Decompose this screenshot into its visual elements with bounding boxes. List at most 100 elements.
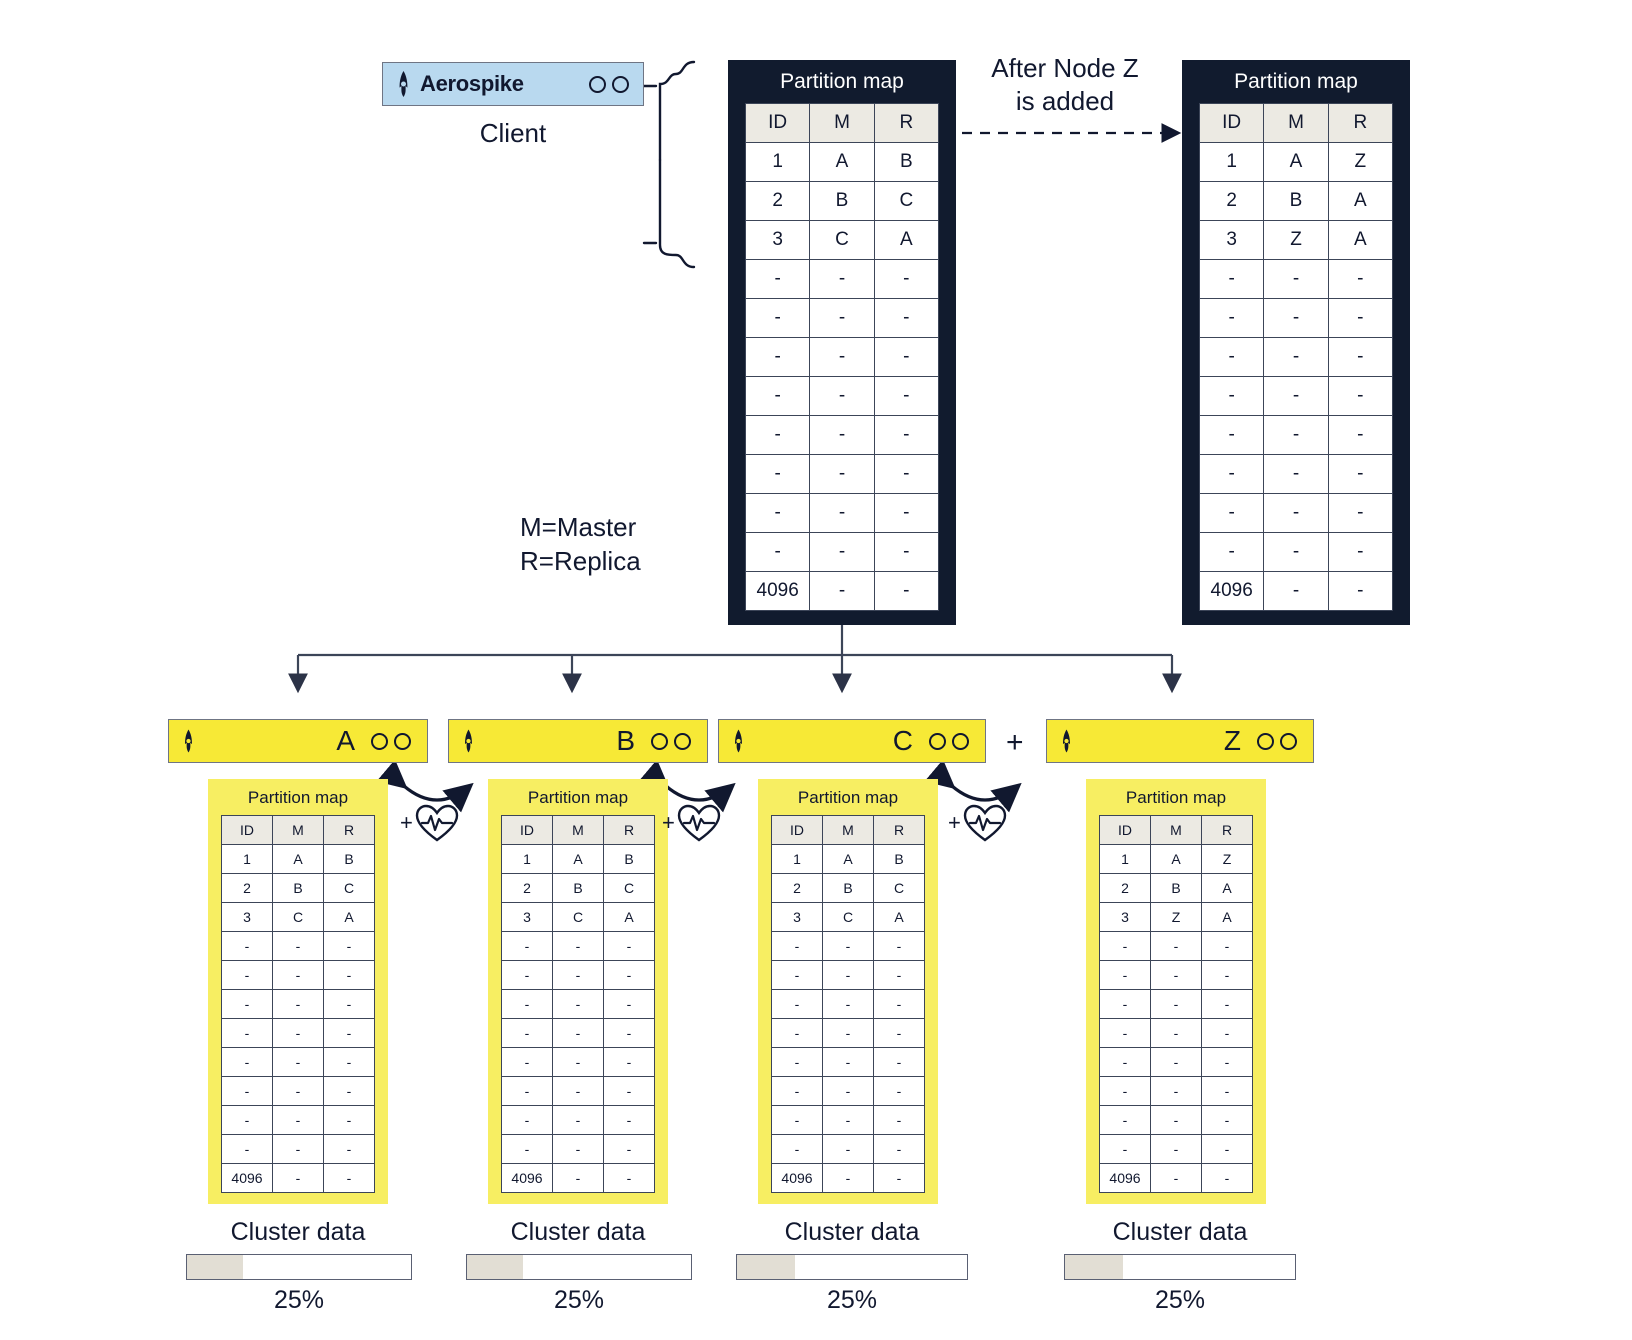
circle-indicator-icon bbox=[612, 75, 629, 93]
cell-id: - bbox=[221, 960, 273, 990]
table-row: --- bbox=[221, 1134, 375, 1164]
cell-id: - bbox=[221, 1076, 273, 1106]
node-bar-a[interactable]: A bbox=[168, 719, 428, 763]
cell-master: C bbox=[809, 220, 875, 260]
cell-replica: - bbox=[323, 1076, 375, 1106]
cell-id: - bbox=[1099, 1076, 1151, 1106]
aerospike-logo-icon bbox=[1063, 729, 1070, 753]
table-header-row: ID M R bbox=[744, 103, 940, 143]
cell-id: 2 bbox=[221, 873, 273, 903]
progress-bar-fill bbox=[187, 1255, 243, 1279]
cell-master: B bbox=[272, 873, 324, 903]
table-row: --- bbox=[771, 1047, 925, 1077]
cell-replica: C bbox=[603, 873, 655, 903]
table-row: --- bbox=[1198, 298, 1394, 338]
aerospike-logo-icon bbox=[185, 729, 192, 753]
table-row: --- bbox=[501, 1047, 655, 1077]
cluster-data-percent-label: 25% bbox=[1154, 1286, 1206, 1314]
table-row: --- bbox=[501, 989, 655, 1019]
cell-id: - bbox=[744, 493, 811, 533]
table-row: 4096-- bbox=[771, 1163, 925, 1193]
cell-replica: - bbox=[1201, 1076, 1253, 1106]
cell-master: C bbox=[272, 902, 324, 932]
cell-id: - bbox=[1198, 415, 1265, 455]
client-indicator-dots bbox=[589, 75, 629, 93]
cell-replica: - bbox=[323, 1134, 375, 1164]
cell-master: A bbox=[1150, 844, 1202, 874]
column-header-m: M bbox=[1263, 103, 1329, 143]
cell-replica: - bbox=[873, 493, 940, 533]
cell-id: - bbox=[771, 1076, 823, 1106]
cell-master: B bbox=[1263, 181, 1329, 221]
table-row: 4096-- bbox=[221, 1163, 375, 1193]
cell-id: - bbox=[501, 1105, 553, 1135]
cell-id: - bbox=[221, 1134, 273, 1164]
table-row: --- bbox=[1198, 337, 1394, 377]
table-row: --- bbox=[744, 532, 940, 572]
table-row: --- bbox=[744, 337, 940, 377]
heartbeat-badge: + bbox=[948, 804, 1007, 842]
cluster-data-label-b: Cluster data bbox=[510, 1218, 646, 1246]
cell-replica: - bbox=[1327, 298, 1394, 338]
cell-id: - bbox=[1099, 989, 1151, 1019]
cell-master: - bbox=[272, 1163, 324, 1193]
table-row: --- bbox=[771, 1134, 925, 1164]
cell-id: - bbox=[1198, 493, 1265, 533]
cell-id: - bbox=[744, 532, 811, 572]
cell-replica: - bbox=[323, 931, 375, 961]
column-header-r: R bbox=[323, 815, 375, 845]
cell-replica: A bbox=[1327, 220, 1394, 260]
circle-indicator-icon bbox=[929, 732, 946, 750]
cell-replica: Z bbox=[1327, 142, 1394, 182]
cell-id: 4096 bbox=[221, 1163, 273, 1193]
cell-id: - bbox=[501, 1047, 553, 1077]
node-bar-z[interactable]: Z bbox=[1046, 719, 1314, 763]
cell-master: - bbox=[822, 1163, 874, 1193]
cell-replica: - bbox=[603, 1076, 655, 1106]
table-row: --- bbox=[744, 376, 940, 416]
cell-replica: A bbox=[1201, 873, 1253, 903]
table-row: --- bbox=[1099, 960, 1253, 990]
cell-replica: - bbox=[1327, 337, 1394, 377]
node-letter-label: Z bbox=[1223, 725, 1241, 756]
cell-id: - bbox=[771, 960, 823, 990]
cell-master: - bbox=[1263, 259, 1329, 299]
cell-replica: - bbox=[1327, 376, 1394, 416]
cell-id: - bbox=[221, 1105, 273, 1135]
progress-bar-fill bbox=[737, 1255, 795, 1279]
cluster-data-label-a: Cluster data bbox=[230, 1218, 366, 1246]
cell-id: - bbox=[744, 454, 811, 494]
cell-replica: - bbox=[1201, 1163, 1253, 1193]
cell-id: 3 bbox=[771, 902, 823, 932]
cell-master: - bbox=[552, 960, 604, 990]
cell-replica: - bbox=[323, 960, 375, 990]
cell-replica: - bbox=[1201, 1134, 1253, 1164]
client-caption: Client bbox=[479, 118, 547, 148]
cell-replica: - bbox=[1201, 1105, 1253, 1135]
client-box[interactable]: Aerospike bbox=[382, 62, 644, 106]
cell-id: - bbox=[1198, 298, 1265, 338]
cell-replica: - bbox=[873, 1134, 925, 1164]
table-row: --- bbox=[1099, 1076, 1253, 1106]
cell-replica: B bbox=[873, 142, 940, 182]
cluster-data-meter-b: 25% bbox=[466, 1254, 692, 1315]
cell-master: - bbox=[552, 931, 604, 961]
table-row: --- bbox=[1099, 1018, 1253, 1048]
cell-master: - bbox=[1150, 1047, 1202, 1077]
cell-id: 1 bbox=[221, 844, 273, 874]
cell-master: B bbox=[552, 873, 604, 903]
cell-id: - bbox=[1099, 960, 1151, 990]
node-bar-c[interactable]: C bbox=[718, 719, 986, 763]
node-bar-b[interactable]: B bbox=[448, 719, 708, 763]
cell-master: - bbox=[272, 1134, 324, 1164]
